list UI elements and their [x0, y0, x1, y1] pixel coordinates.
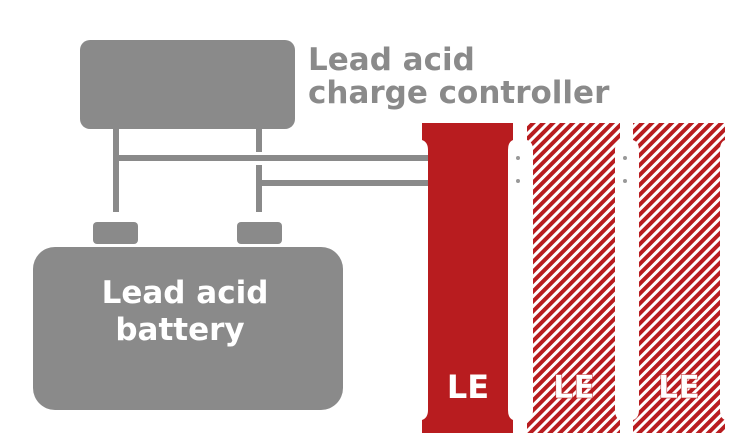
connector-dots-1	[516, 156, 520, 183]
wires	[113, 129, 428, 212]
le-module-1: LE	[422, 123, 513, 433]
lead-acid-battery	[33, 247, 343, 410]
wire-right-stub	[256, 129, 262, 152]
le-module-label: LE	[447, 368, 489, 406]
wire-left-vertical	[113, 129, 119, 212]
le-module-3: LE	[633, 123, 725, 433]
charge-controller-box	[80, 40, 295, 129]
le-module-label: LE	[553, 368, 595, 406]
wire-top-horizontal	[113, 155, 428, 161]
controller-label-line1: Lead acid	[308, 42, 475, 78]
controller-label-line2: charge controller	[308, 75, 610, 111]
wire-bottom-horizontal	[256, 180, 428, 186]
connector-dots-2	[623, 156, 627, 183]
battery-terminal-positive	[237, 222, 282, 244]
le-module-2: LE	[527, 123, 620, 433]
le-module-label: LE	[658, 368, 700, 406]
battery-label-line1: Lead acid	[102, 275, 269, 311]
wire-right-vertical	[256, 165, 262, 212]
battery-label-line2: battery	[115, 312, 244, 348]
battery-terminal-negative	[93, 222, 138, 244]
